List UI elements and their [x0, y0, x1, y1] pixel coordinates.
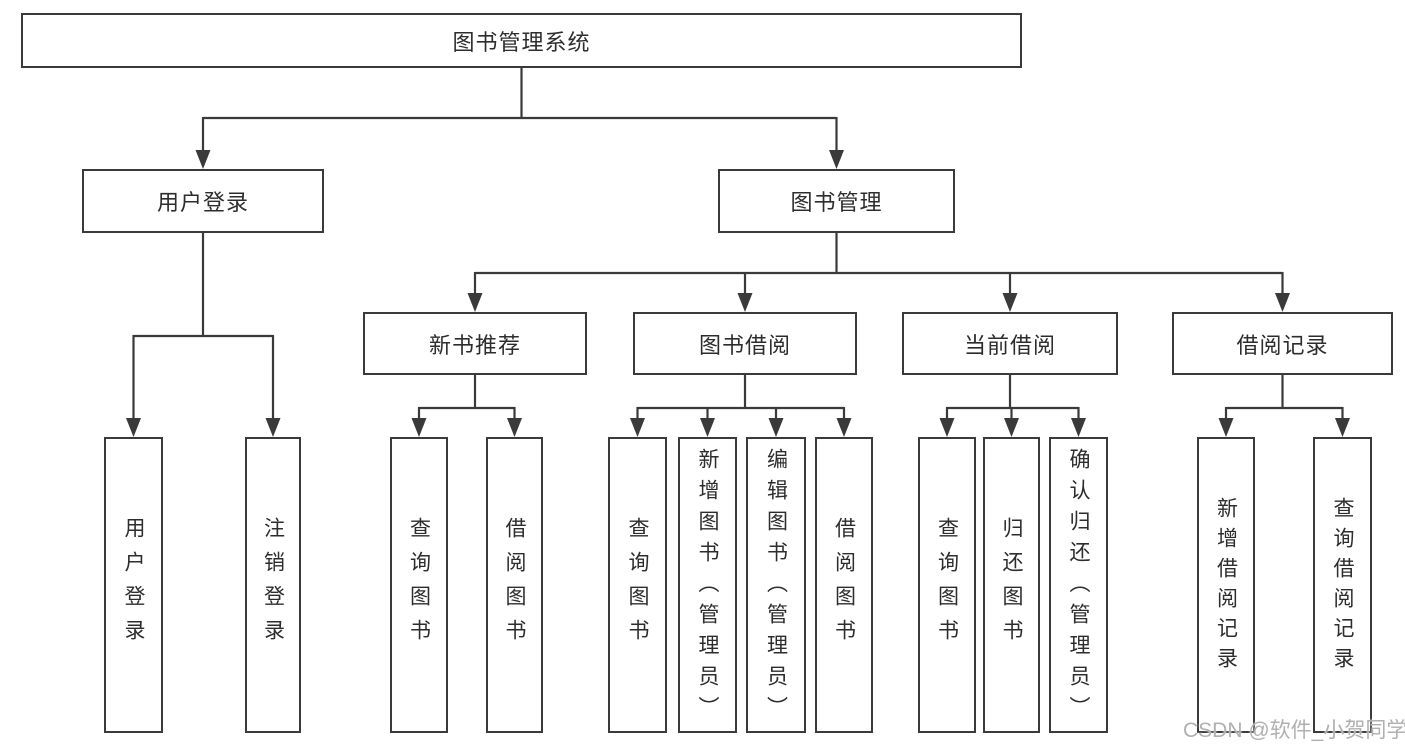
leaf-add-borrow-record: 新增借阅记录	[1197, 437, 1255, 733]
leaf-query-book-borrow: 查询图书	[608, 437, 667, 733]
node-book-borrow: 图书借阅	[633, 312, 857, 375]
node-new-book-recommend: 新书推荐	[363, 312, 587, 375]
leaf-user-login: 用户登录	[104, 437, 163, 733]
leaf-borrow-book: 借阅图书	[815, 437, 873, 733]
arrowhead-icons	[126, 150, 1350, 437]
leaf-confirm-return-admin: 确认归还（管理员）	[1049, 437, 1108, 733]
leaf-query-book-recommend: 查询图书	[390, 437, 448, 733]
leaf-logout: 注销登录	[245, 437, 301, 733]
node-borrow-record: 借阅记录	[1172, 312, 1393, 375]
node-root-system: 图书管理系统	[21, 13, 1022, 68]
leaf-add-book-admin: 新增图书（管理员）	[678, 437, 737, 733]
leaf-edit-book-admin: 编辑图书（管理员）	[746, 437, 806, 733]
leaf-query-borrow-record: 查询借阅记录	[1313, 437, 1372, 733]
leaf-query-book-current: 查询图书	[918, 437, 976, 733]
watermark: CSDN @软件_小贺同学	[1183, 719, 1405, 742]
node-book-management-branch: 图书管理	[718, 169, 955, 233]
node-user-login-branch: 用户登录	[82, 169, 324, 233]
leaf-return-book: 归还图书	[983, 437, 1040, 733]
leaf-borrow-book-recommend: 借阅图书	[486, 437, 543, 733]
node-current-borrow: 当前借阅	[902, 312, 1118, 375]
